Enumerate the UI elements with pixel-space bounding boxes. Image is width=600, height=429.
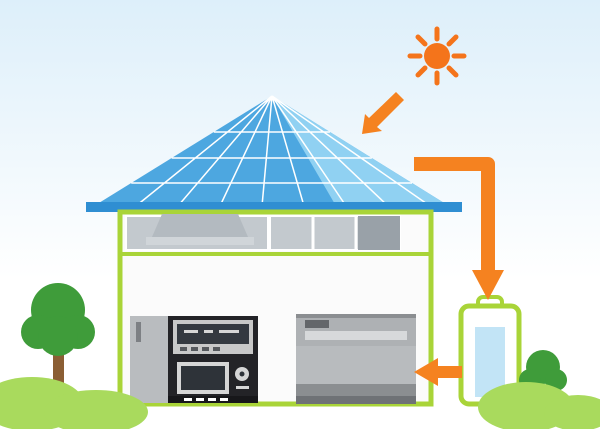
display-dash [184,330,198,333]
panel-button [180,347,187,351]
sun-icon [407,26,467,86]
arrow-roof-to-battery-head [472,270,504,300]
range-hood-lip [146,237,254,245]
microwave [177,362,249,394]
energy-flow-arrows [362,92,504,386]
storage-battery [458,295,522,407]
display-readout [184,330,239,333]
refrigerator-handle [136,322,141,342]
arrow-roof-to-battery-shaft [414,157,495,272]
bush-right [478,382,600,429]
sun-core [424,43,450,69]
bush-left-mound [44,390,148,429]
arrow-roof-to-battery [414,157,504,300]
tree-right-foliage [545,369,567,391]
tree-left [21,283,95,402]
panel-button [202,347,209,351]
range-hood-body [152,214,248,237]
display-dash [204,330,213,333]
kitchen-appliances [130,314,416,404]
microwave-button [236,386,249,389]
range-hood [146,214,254,245]
base-button-dash [184,398,192,401]
roof-eave [86,202,462,212]
refrigerator [130,316,168,403]
microwave-dial-center [239,371,245,377]
window-right-dark-pane [358,216,400,250]
battery-charge-level [475,327,505,397]
dishwasher-handle [305,331,407,340]
appliance-stack [168,316,258,403]
tree-left-trunk [53,340,64,402]
microwave-window [181,366,225,390]
solar-panel-roof [86,95,462,212]
window-mullions [311,216,358,250]
panel-buttons [180,347,220,351]
dishwasher-control [305,320,329,328]
arrow-sun-to-roof [362,92,404,134]
dishwasher-top-edge [296,314,416,318]
panel-button [191,347,198,351]
sun-rays [407,26,467,86]
refrigerator-body [130,316,168,403]
bush-left [0,377,148,429]
display-dash [219,330,239,333]
dishwasher-door [296,346,416,384]
solar-panel-grid [131,95,431,207]
arrow-battery-to-house [414,358,462,386]
base-button-dash [208,398,216,401]
second-floor-windows [125,214,401,251]
tree-left-foliage [38,316,78,356]
base-buttons [184,398,228,401]
dishwasher [296,314,416,404]
bush-right-mound [544,395,600,429]
house [117,209,434,407]
dishwasher-base [296,396,416,404]
control-display [177,324,249,344]
base-button-dash [196,398,204,401]
dishwasher-kick-panel [296,384,416,396]
panel-button [213,347,220,351]
base-button-dash [220,398,228,401]
roof-side-face [272,96,449,206]
